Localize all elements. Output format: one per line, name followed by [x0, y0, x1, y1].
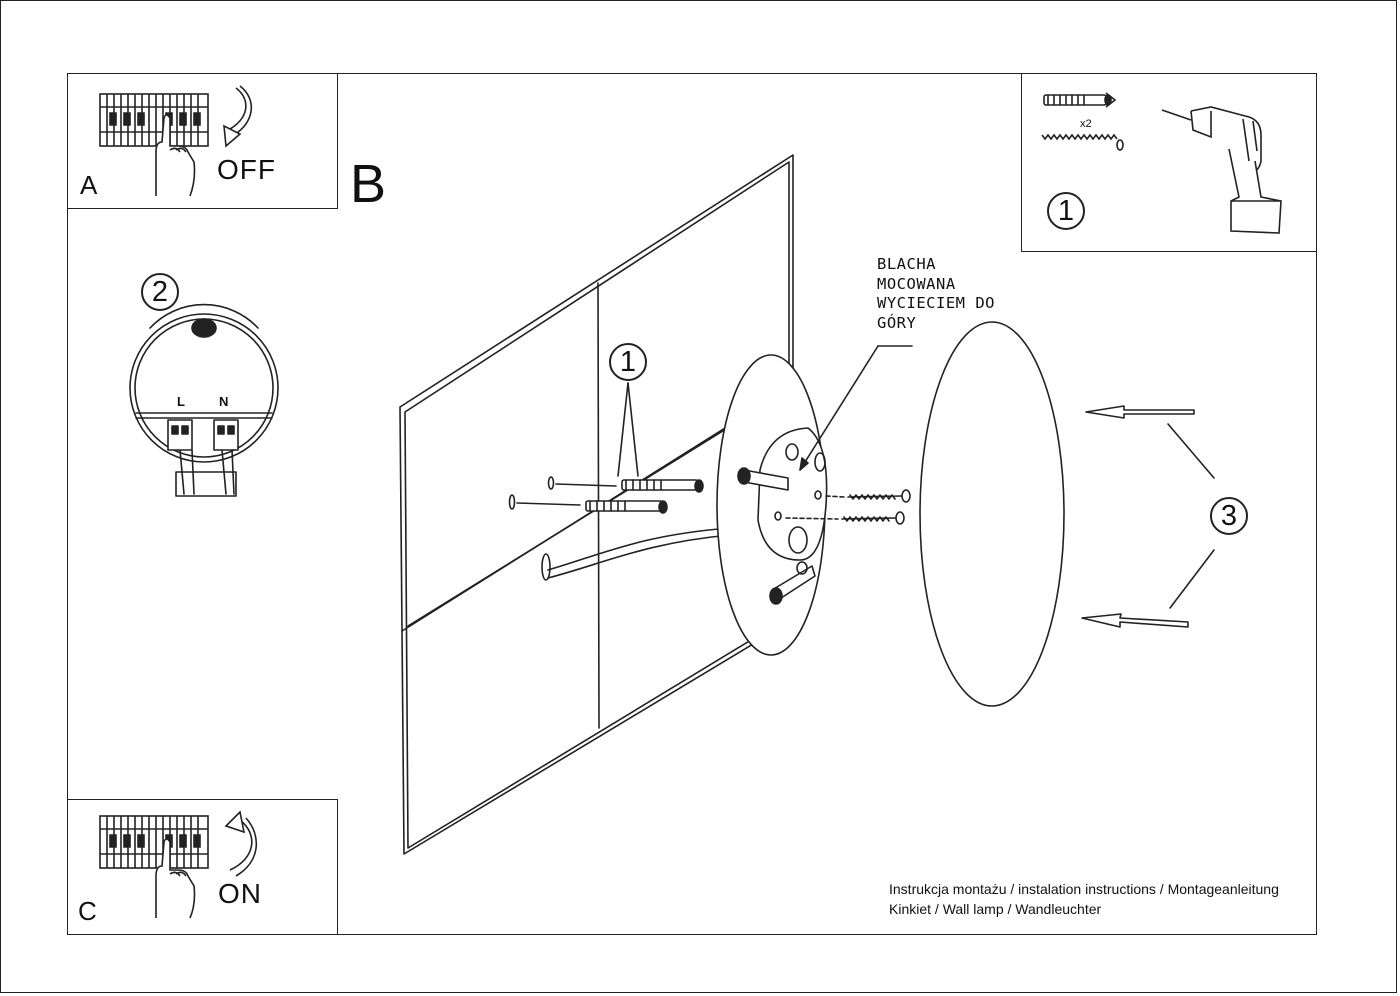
panel-a-letter: A [80, 170, 98, 200]
terminal-l-label: L [177, 394, 185, 409]
wall-plug-icon [585, 479, 704, 514]
mounting-note-line: MOCOWANA [877, 274, 956, 293]
hand-icon [154, 113, 195, 196]
step-number-cover: 3 [1210, 497, 1248, 535]
terminal-block-icon [129, 303, 279, 497]
circuit-breaker-icon [98, 92, 209, 147]
panel-switch-on: C ON [67, 799, 338, 935]
curved-arrow-icon [222, 84, 252, 148]
footer-line-product: Kinkiet / Wall lamp / Wandleuchter [889, 901, 1102, 917]
lamp-cover-icon [919, 321, 1065, 707]
wall-plug-icon [1042, 91, 1116, 108]
power-cable [547, 527, 731, 579]
footer-line-instructions: Instrukcja montażu / instalation instruc… [889, 881, 1279, 897]
plug-leader-lines [617, 382, 639, 477]
hand-icon [154, 837, 195, 918]
switch-off-label: OFF [217, 154, 276, 185]
step-number-wiring: 2 [141, 273, 179, 311]
quantity-label: x2 [1080, 118, 1092, 130]
drill-icon [1161, 105, 1282, 234]
screw-icon [1040, 133, 1124, 151]
terminal-n-label: N [219, 394, 229, 409]
mounting-note-line: WYCIECIEM DO [877, 294, 995, 312]
screw-icon [785, 489, 911, 525]
instruction-frame [67, 73, 1317, 935]
mounting-note-line: GÓRY [877, 313, 917, 332]
mounting-note-line: BLACHA [877, 255, 936, 273]
panel-b-letter: B [350, 154, 387, 214]
step-number-tools: 1 [1047, 192, 1085, 230]
curved-arrow-icon [224, 809, 257, 877]
footer-caption: Instrukcja montażu / instalation instruc… [889, 879, 1279, 919]
mounting-plate-icon [716, 354, 828, 656]
panel-switch-off: A OFF [67, 73, 338, 209]
note-leader-line [799, 345, 913, 471]
panel-tools: x2 1 [1021, 73, 1317, 252]
wall-holes [508, 476, 617, 581]
step-number-plugs: 1 [609, 343, 647, 381]
mounting-note: BLACHA MOCOWANA WYCIECIEM DO GÓRY [877, 255, 995, 333]
circuit-breaker-icon [98, 814, 209, 869]
switch-on-label: ON [218, 878, 262, 909]
cover-arrows [1081, 405, 1215, 628]
panel-c-letter: C [78, 896, 97, 926]
